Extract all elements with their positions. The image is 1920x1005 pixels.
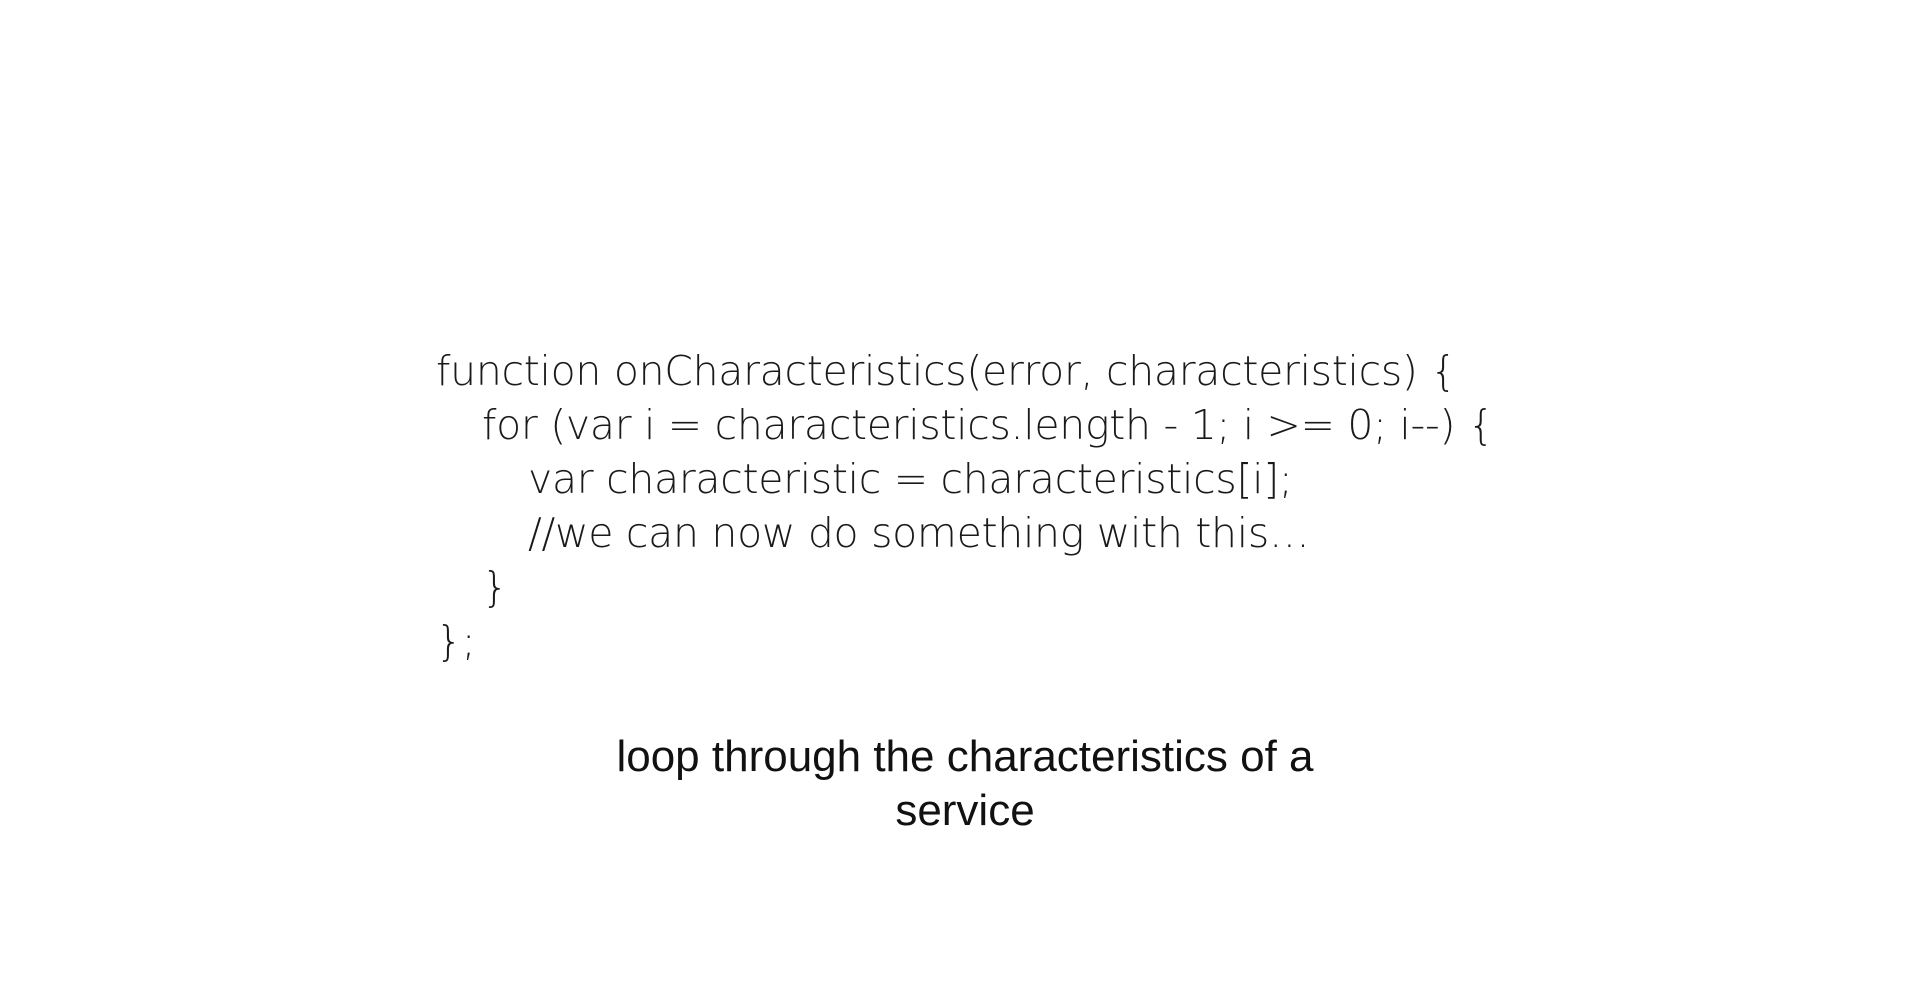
- code-line-var-declaration: var characteristic = characteristics[i];: [528, 455, 1293, 503]
- code-line-function-signature: function onCharacteristics(error, charac…: [436, 347, 1457, 395]
- code-line-loop-close: }: [482, 563, 508, 611]
- slide-caption: loop through the characteristics of a se…: [616, 732, 1314, 835]
- code-line-for-loop: for (var i = characteristics.length - 1;…: [482, 401, 1494, 449]
- code-block: function onCharacteristics(error, charac…: [436, 344, 1536, 668]
- code-line-function-close: };: [436, 617, 476, 665]
- code-line-comment: //we can now do something with this…: [528, 509, 1310, 557]
